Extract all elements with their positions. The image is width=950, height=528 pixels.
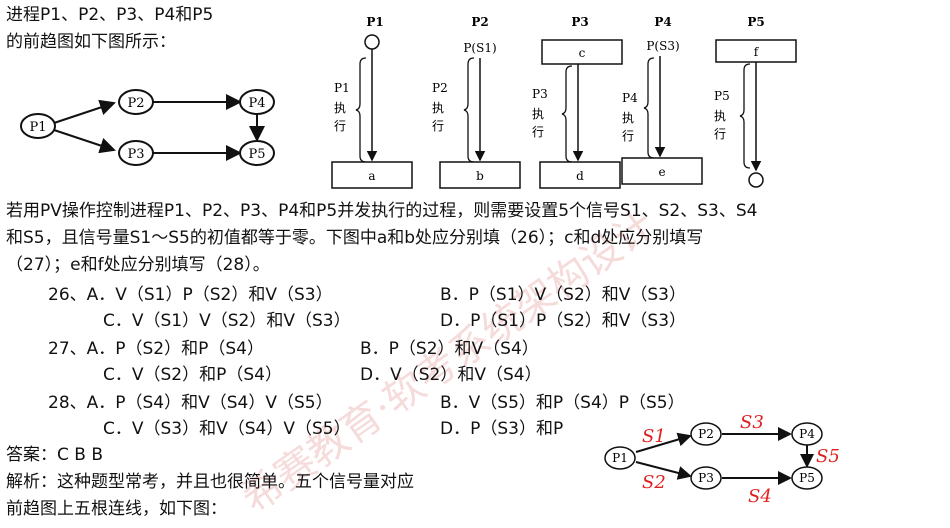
ann-node-p4: P4 xyxy=(791,422,823,446)
option-26d: D．P（S1）P（S2）和V（S3） xyxy=(440,311,687,331)
header-p4: P4 xyxy=(654,15,671,29)
box-c: c xyxy=(579,46,586,60)
answer: 答案：C B B xyxy=(6,445,104,465)
question-line-3: （27）；e和f处应分别填写（28）。 xyxy=(6,255,270,275)
svg-text:行: 行 xyxy=(622,129,634,143)
intro-line-1: 进程P1、P2、P3、P4和P5 xyxy=(6,5,214,25)
graph-node-p3: P3 xyxy=(118,140,154,166)
svg-text:P3: P3 xyxy=(698,471,714,485)
svg-text:P1: P1 xyxy=(29,120,46,135)
graph-node-p2: P2 xyxy=(118,89,154,115)
process-diagram: P1 P2 P3 P4 P5 P1 执 行 a P(S1) P2 执 行 b c… xyxy=(331,15,797,189)
svg-text:P2: P2 xyxy=(127,96,144,111)
option-27c: C．V（S2）和P（S4） xyxy=(103,365,282,385)
svg-text:P1: P1 xyxy=(612,451,628,465)
svg-text:执: 执 xyxy=(532,107,544,121)
svg-text:执: 执 xyxy=(334,101,346,115)
svg-text:P2: P2 xyxy=(698,427,714,441)
graph-node-p4: P4 xyxy=(239,89,275,115)
svg-text:P2: P2 xyxy=(432,81,448,95)
option-28d: D．P（S3）和P xyxy=(440,419,564,439)
label-s4: S4 xyxy=(748,486,772,507)
option-26c: C．V（S1）V（S2）和V（S3） xyxy=(103,311,351,331)
svg-text:执: 执 xyxy=(622,111,634,125)
analysis-line-2: 前趋图上五根连线，如下图： xyxy=(6,499,227,519)
svg-text:P1: P1 xyxy=(334,81,350,95)
ann-node-p2: P2 xyxy=(690,422,722,446)
intro-line-2: 的前趋图如下图所示： xyxy=(6,32,176,52)
svg-text:P5: P5 xyxy=(714,89,730,103)
question-line-1: 若用PV操作控制进程P1、P2、P3、P4和P5并发执行的过程，则需要设置5个信… xyxy=(6,201,758,221)
svg-text:行: 行 xyxy=(714,127,726,141)
svg-text:P4: P4 xyxy=(622,91,638,105)
option-26a: 26、A．V（S1）P（S2）和V（S3） xyxy=(48,285,333,305)
svg-text:P3: P3 xyxy=(532,87,548,101)
header-p5: P5 xyxy=(747,15,764,29)
svg-text:行: 行 xyxy=(334,119,346,133)
option-27d: D．V（S2）和V（S4） xyxy=(360,365,542,385)
option-28a: 28、A．P（S4）和V（S4）V（S5） xyxy=(48,393,333,413)
option-28b: B．V（S5）和P（S4）P（S5） xyxy=(440,393,685,413)
question-line-2: 和S5，且信号量S1～S5的初值都等于零。下图中a和b处应分别填（26）；c和d… xyxy=(6,228,704,248)
svg-text:行: 行 xyxy=(432,119,444,133)
graph-node-p5: P5 xyxy=(239,140,275,166)
svg-text:执: 执 xyxy=(714,109,726,123)
svg-text:P5: P5 xyxy=(248,147,265,162)
label-s3: S3 xyxy=(740,412,764,433)
header-p2: P2 xyxy=(471,15,488,29)
analysis-line-1: 解析：这种题型常考，并且也很简单。五个信号量对应 xyxy=(6,472,414,492)
precedence-graph: P1 P2 P3 P4 P5 xyxy=(20,89,275,166)
option-27a: 27、A．P（S2）和P（S4） xyxy=(48,339,264,359)
label-p-s1: P(S1) xyxy=(463,41,496,55)
label-s5: S5 xyxy=(816,446,840,467)
box-d: d xyxy=(576,169,584,183)
svg-text:行: 行 xyxy=(532,125,544,139)
svg-text:P4: P4 xyxy=(248,96,265,111)
annotated-precedence-graph: P1 P2 P3 P4 P5 S1 S2 S3 S4 S5 xyxy=(604,412,840,507)
label-s2: S2 xyxy=(642,472,666,493)
option-27b: B．P（S2）和V（S4） xyxy=(360,339,539,359)
ann-node-p3: P3 xyxy=(690,466,722,490)
header-p1: P1 xyxy=(366,15,383,29)
box-a: a xyxy=(368,169,375,183)
svg-text:P3: P3 xyxy=(127,147,144,162)
header-p3: P3 xyxy=(571,15,588,29)
box-b: b xyxy=(476,169,484,183)
option-26b: B．P（S1）V（S2）和V（S3） xyxy=(440,285,686,305)
svg-text:P4: P4 xyxy=(799,427,815,441)
ann-node-p5: P5 xyxy=(791,466,823,490)
box-f: f xyxy=(754,45,760,59)
box-e: e xyxy=(658,165,665,179)
svg-text:执: 执 xyxy=(432,101,444,115)
option-28c: C．V（S3）和V（S4）V（S5） xyxy=(103,419,351,439)
label-s1: S1 xyxy=(642,426,666,447)
label-p-s3: P(S3) xyxy=(646,39,679,53)
svg-text:P5: P5 xyxy=(799,471,815,485)
graph-node-p1: P1 xyxy=(20,113,56,139)
ann-node-p1: P1 xyxy=(604,446,636,470)
